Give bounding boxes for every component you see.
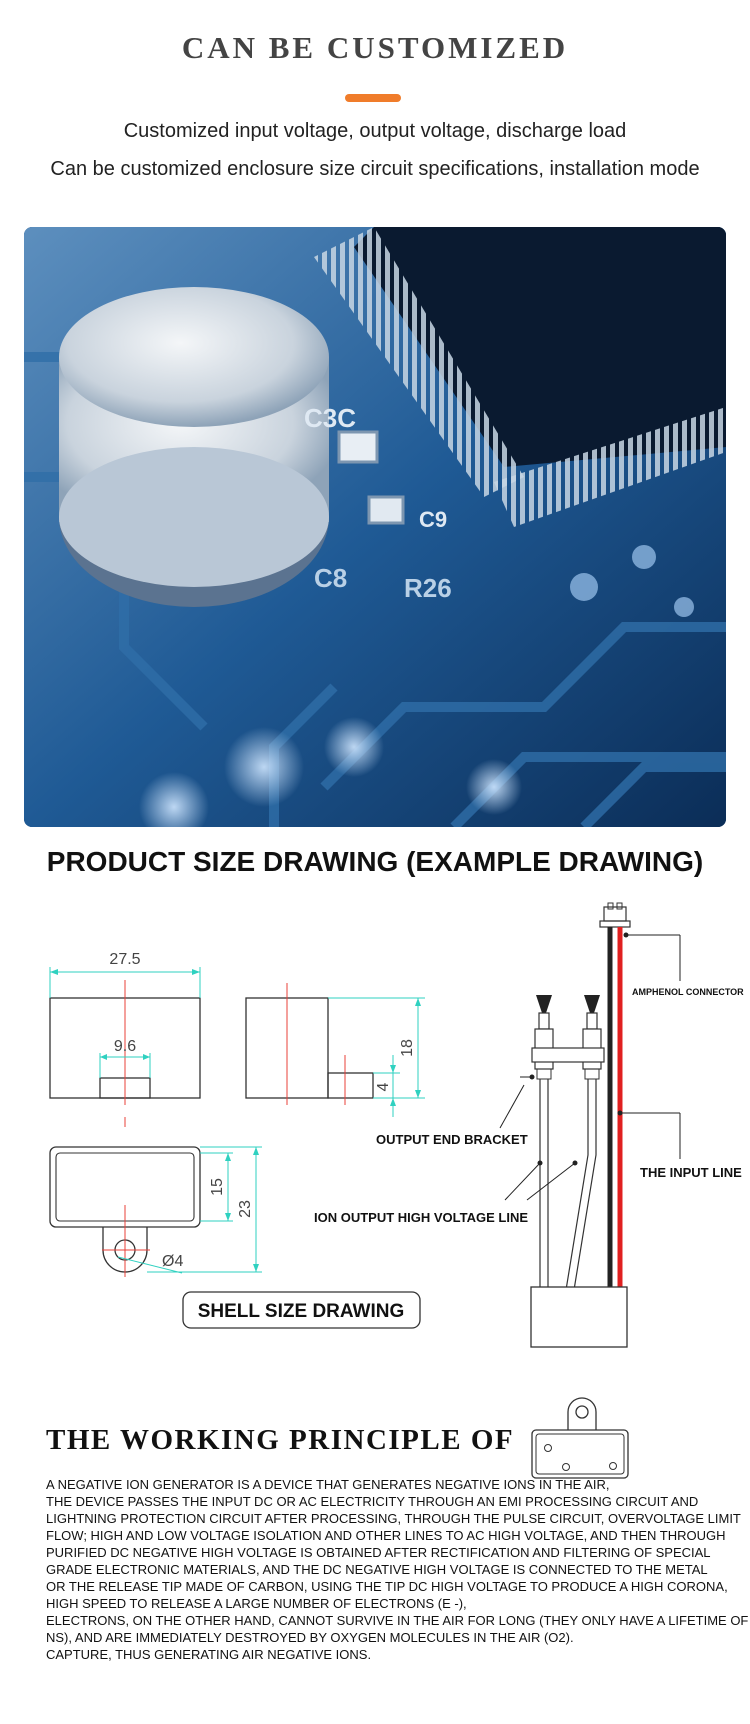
principle-line: ELECTRONS, ON THE OTHER HAND, CANNOT SUR… (46, 1613, 749, 1628)
principle-line: FLOW; HIGH AND LOW VOLTAGE ISOLATION AND… (46, 1528, 726, 1543)
module-diagram: AMPHENOL CONNECTOR THE INPUT LINE OUTPUT… (314, 902, 744, 1348)
front-view: 27.5 9.6 (49, 951, 201, 1105)
dim-outer-height: 23 (237, 1200, 254, 1218)
title-accent-bar (345, 94, 401, 102)
dim-inner-height: 15 (209, 1178, 226, 1196)
intro-line-1: Customized input voltage, output voltage… (123, 120, 627, 142)
side-view: 18 4 (245, 983, 425, 1117)
intro-line-2: Can be customized enclosure size circuit… (50, 158, 700, 180)
dim-tab: 4 (375, 1082, 392, 1091)
pcb-label-c3c: C3C (304, 403, 356, 433)
shell-size-label-box (182, 1291, 421, 1329)
principle-line: NS), AND ARE IMMEDIATELY DESTROYED BY OX… (46, 1630, 574, 1645)
callout-output-bracket: OUTPUT END BRACKET (376, 1132, 528, 1147)
dim-height: 18 (399, 1039, 416, 1057)
principle-line: CAPTURE, THUS GENERATING AIR NEGATIVE IO… (46, 1647, 372, 1662)
pcb-illustration: C3C C9 C8 R26 (24, 227, 726, 827)
callout-input-line: THE INPUT LINE (640, 1165, 742, 1180)
callout-amphenol-connector: AMPHENOL CONNECTOR (632, 987, 744, 997)
pcb-photo: C3C C9 C8 R26 (24, 227, 726, 827)
principle-line: PURIFIED DC NEGATIVE HIGH VOLTAGE IS OBT… (46, 1545, 711, 1560)
callout-hv-line: ION OUTPUT HIGH VOLTAGE LINE (314, 1210, 528, 1225)
top-view: 15 23 Ø4 (49, 1117, 262, 1277)
principle-line: GRADE ELECTRONIC MATERIALS, AND THE DC N… (46, 1562, 708, 1577)
principle-line: LIGHTNING PROTECTION CIRCUIT AFTER PROCE… (46, 1511, 741, 1526)
dim-slot: 9.6 (114, 1038, 136, 1055)
pcb-label-r26: R26 (404, 573, 452, 603)
principle-line: THE DEVICE PASSES THE INPUT DC OR AC ELE… (46, 1494, 699, 1509)
principle-line: HIGH SPEED TO RELEASE A LARGE NUMBER OF … (46, 1596, 467, 1611)
page-title: CAN BE CUSTOMIZED (181, 30, 569, 65)
principle-line: OR THE RELEASE TIP MADE OF CARBON, USING… (46, 1579, 728, 1594)
principle-body: A NEGATIVE ION GENERATOR IS A DEVICE THA… (46, 1476, 749, 1663)
pcb-label-c9: C9 (419, 507, 447, 532)
principle-line: A NEGATIVE ION GENERATOR IS A DEVICE THA… (46, 1477, 610, 1492)
module-sketch (531, 1397, 629, 1479)
principle-title: THE WORKING PRINCIPLE OF (46, 1424, 515, 1456)
pcb-label-c8: C8 (314, 563, 347, 593)
dim-width: 27.5 (109, 951, 140, 968)
shell-size-label: SHELL SIZE DRAWING (198, 1301, 405, 1322)
size-drawing-heading: PRODUCT SIZE DRAWING (EXAMPLE DRAWING) (46, 846, 704, 877)
dim-hole: Ø4 (162, 1253, 183, 1270)
size-drawing: 27.5 9.6 18 4 (49, 902, 744, 1348)
